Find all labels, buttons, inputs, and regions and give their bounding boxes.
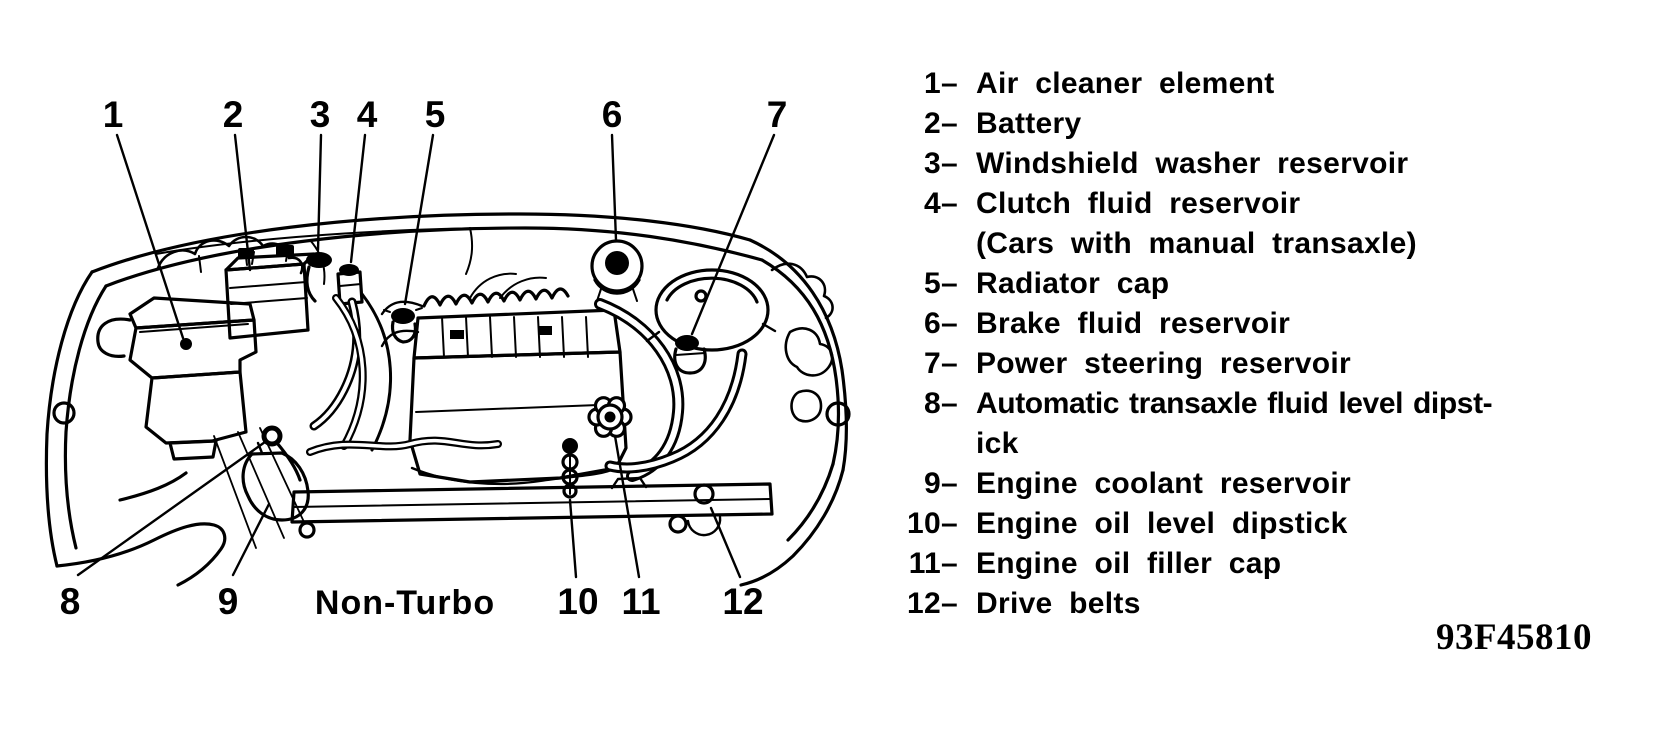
callout-1: 1 xyxy=(103,94,124,135)
legend-label: Air cleaner element xyxy=(976,67,1275,100)
legend-item-11: 11– Engine oil filler cap xyxy=(870,544,1654,584)
callout-5: 5 xyxy=(425,94,446,135)
callout-3: 3 xyxy=(310,94,331,135)
legend-item-5: 5– Radiator cap xyxy=(870,264,1654,304)
legend-label: Engine oil filler cap xyxy=(976,547,1282,580)
engine-bay-diagram: 1 2 3 4 5 6 7 8 9 10 11 12 Non-Turbo xyxy=(44,94,851,622)
legend-item-12: 12– Drive belts xyxy=(870,584,1654,624)
callout-2: 2 xyxy=(223,94,244,135)
legend-label: Automatic transaxle fluid level dipst- xyxy=(976,387,1493,420)
legend-label: Windshield washer reservoir xyxy=(976,147,1409,180)
callout-12: 12 xyxy=(722,581,763,622)
power-steering-drawing xyxy=(673,335,707,375)
oil-dipstick-drawing xyxy=(561,438,579,499)
legend-ref: 6– xyxy=(924,307,958,340)
legend-ref: 9– xyxy=(924,467,958,500)
parts-legend: 1– Air cleaner element 2– Battery 3– Win… xyxy=(870,64,1654,624)
legend-ref: 8– xyxy=(924,387,958,420)
callout-4: 4 xyxy=(357,94,378,135)
legend-item-7: 7– Power steering reservoir xyxy=(870,344,1654,384)
diagram-caption: Non-Turbo xyxy=(315,584,495,622)
legend-label: Radiator cap xyxy=(976,267,1170,300)
legend-label: Power steering reservoir xyxy=(976,347,1352,380)
legend-item-1: 1– Air cleaner element xyxy=(870,64,1654,104)
legend-item-10: 10– Engine oil level dipstick xyxy=(870,504,1654,544)
strut-tower-drawing xyxy=(645,268,777,352)
figure-code: 93F45810 xyxy=(1435,617,1593,658)
callout-numbers: 1 2 3 4 5 6 7 8 9 10 11 12 Non-Turbo xyxy=(60,94,788,622)
legend-ref-empty xyxy=(870,224,958,264)
hoses-drawing xyxy=(306,292,748,482)
callout-7: 7 xyxy=(767,94,788,135)
legend-item-6: 6– Brake fluid reservoir xyxy=(870,304,1654,344)
callout-6: 6 xyxy=(602,94,623,135)
legend-ref-empty xyxy=(870,424,958,464)
leader-lines xyxy=(76,133,776,579)
legend-ref: 12– xyxy=(907,587,958,620)
legend-item-8: 8– Automatic transaxle fluid level dipst… xyxy=(870,384,1654,424)
legend-note-8: ick xyxy=(870,424,1654,464)
brake-reservoir-drawing xyxy=(590,239,644,302)
air-cleaner-drawing xyxy=(96,296,258,461)
legend-ref: 5– xyxy=(924,267,958,300)
washer-reservoir-drawing xyxy=(305,252,332,303)
bay-outline-drawing xyxy=(44,212,851,587)
legend-ref: 7– xyxy=(924,347,958,380)
legend-note-4: (Cars with manual transaxle) xyxy=(870,224,1654,264)
battery-drawing xyxy=(224,245,316,340)
legend-ref: 4– xyxy=(924,187,958,220)
valve-cover-drawing xyxy=(380,272,628,486)
legend-label: Engine coolant reservoir xyxy=(976,467,1351,500)
legend-item-4: 4– Clutch fluid reservoir xyxy=(870,184,1654,224)
legend-label: Engine oil level dipstick xyxy=(976,507,1348,540)
oil-filler-cap-drawing xyxy=(587,396,633,438)
legend-ref: 11– xyxy=(908,547,958,580)
legend-note: ick xyxy=(976,427,1019,460)
legend-ref: 10– xyxy=(907,507,958,540)
legend-ref: 2– xyxy=(924,107,958,140)
callout-10: 10 xyxy=(557,581,598,622)
atf-dipstick-drawing xyxy=(261,425,302,482)
legend-label: Drive belts xyxy=(976,587,1141,620)
legend-item-2: 2– Battery xyxy=(870,104,1654,144)
legend-item-9: 9– Engine coolant reservoir xyxy=(870,464,1654,504)
callout-8: 8 xyxy=(60,581,81,622)
legend-note: (Cars with manual transaxle) xyxy=(976,227,1417,260)
legend-ref: 3– xyxy=(924,147,958,180)
callout-9: 9 xyxy=(218,581,239,622)
legend-label: Clutch fluid reservoir xyxy=(976,187,1301,220)
callout-11: 11 xyxy=(621,581,660,622)
legend-label: Battery xyxy=(976,107,1082,140)
legend-item-3: 3– Windshield washer reservoir xyxy=(870,144,1654,184)
clutch-reservoir-drawing xyxy=(336,264,364,306)
legend-ref: 1– xyxy=(924,67,958,100)
crossmember-drawing xyxy=(290,476,774,537)
legend-label: Brake fluid reservoir xyxy=(976,307,1291,340)
